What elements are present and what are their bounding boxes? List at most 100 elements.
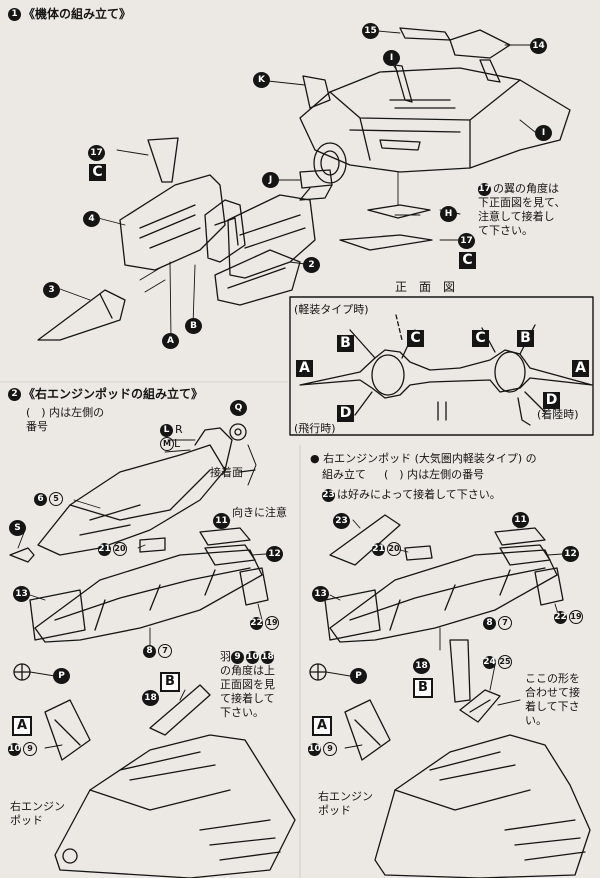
section3-title-2: 組み立て( ) 内は左側の番号 <box>322 468 485 481</box>
part-10 <box>44 699 91 761</box>
callout-k: K <box>253 72 270 88</box>
lt-part-10 <box>344 699 391 761</box>
fv-letter-a-right: A <box>572 360 589 377</box>
lt-letter-a: A <box>312 716 332 736</box>
fin-18 <box>149 684 211 736</box>
fin-17-upper <box>147 137 179 183</box>
lt-part-22 <box>534 567 564 606</box>
tail-fin-k <box>302 75 331 109</box>
fv-letter-d-right: D <box>543 392 560 409</box>
callout-13: 13 <box>13 586 30 602</box>
lower-fuselage <box>214 249 301 306</box>
lt-callout-p: P <box>350 668 367 684</box>
callout-q: Q <box>230 400 247 416</box>
nozzle-s <box>9 547 35 563</box>
callout-h: H <box>440 206 457 222</box>
callout-12: 12 <box>266 546 283 562</box>
callout-4: 4 <box>83 211 100 227</box>
callout-15: 15 <box>362 23 379 39</box>
lt-callout-12: 12 <box>562 546 579 562</box>
lt-part-11 <box>494 527 546 546</box>
section2-title: 《右エンジンポッドの組み立て》 <box>23 387 204 401</box>
step-number: 1 <box>8 8 21 21</box>
callout-17-lower: 17 <box>458 233 475 249</box>
lt-pod-assembly-lower <box>374 734 591 878</box>
panel-13 <box>29 589 86 641</box>
letter-c-upper: C <box>89 164 106 181</box>
callout-18: 18 <box>142 690 159 706</box>
section2-paren-note-2: 番号 <box>26 420 48 433</box>
lt-part-21 <box>404 545 433 561</box>
letter-c-lower: C <box>459 252 476 269</box>
light-type-label: (軽装タイプ時) <box>294 303 369 316</box>
front-view-aircraft <box>299 349 593 399</box>
letter-a-section2: A <box>12 716 32 736</box>
seat <box>204 199 246 263</box>
callout-14: 14 <box>530 38 547 54</box>
engine-pod-body <box>37 444 226 556</box>
part-12 <box>204 544 256 566</box>
step-number-2: 2 <box>8 388 21 401</box>
section3-title: ● 右エンジンポッド (大気圏内軽装タイプ) の <box>310 452 537 465</box>
lt-callout-11: 11 <box>512 512 529 528</box>
lt-callout-23: 23 <box>333 513 350 529</box>
lt-letter-b: B <box>413 678 433 698</box>
canopy-part-15 <box>399 27 451 41</box>
callout-s: S <box>9 520 26 536</box>
lt-panel-13 <box>324 589 381 641</box>
nose-cone-3 <box>37 289 126 341</box>
part-24 <box>459 689 501 723</box>
callout-17-upper: 17 <box>88 145 105 161</box>
lower-pod-body <box>34 549 263 643</box>
fv-letter-a-left: A <box>296 360 313 377</box>
part-h <box>367 204 431 219</box>
lt-fin-18 <box>449 639 471 703</box>
pod-label-2: 右エンジン ポッド <box>10 800 65 827</box>
note-num: 17 <box>478 182 491 196</box>
section2-paren-note: ( ) 内は左側の <box>26 406 105 419</box>
part-22 <box>239 567 269 606</box>
fuselage-hull <box>299 67 571 173</box>
lt-part-12 <box>499 544 551 566</box>
shape-note: ここの形を 合わせて接 着して下さ い。 <box>525 672 580 727</box>
lt-lower-pod-body <box>329 549 558 643</box>
callout-b: B <box>185 318 202 334</box>
surface-label: 接着面 <box>210 466 243 479</box>
wing-17-lower <box>339 234 433 251</box>
letter-b-section2: B <box>160 672 180 692</box>
part-21 <box>139 537 166 553</box>
fv-letter-c-left: C <box>407 330 424 347</box>
callout-i-right: I <box>535 125 552 141</box>
lt-callout-18: 18 <box>413 658 430 674</box>
section1-title: 《機体の組み立て》 <box>23 7 132 21</box>
ring-q <box>229 423 247 441</box>
fv-letter-c-right: C <box>472 330 489 347</box>
intake-ring <box>313 142 347 184</box>
fv-letter-d-left: D <box>337 405 354 422</box>
fin-i-top <box>394 64 413 103</box>
flight-label: (飛行時) <box>294 422 336 435</box>
fuselage-right-half <box>227 194 316 279</box>
callout-2: 2 <box>303 257 320 273</box>
fv-letter-b-right: B <box>517 330 534 347</box>
callout-11: 11 <box>213 513 230 529</box>
front-view-frame <box>289 296 594 436</box>
fuselage-left-half <box>119 174 226 271</box>
fv-letter-b-left: B <box>337 335 354 352</box>
part-11 <box>199 527 251 546</box>
orientation-label: 向きに注意 <box>232 506 287 519</box>
